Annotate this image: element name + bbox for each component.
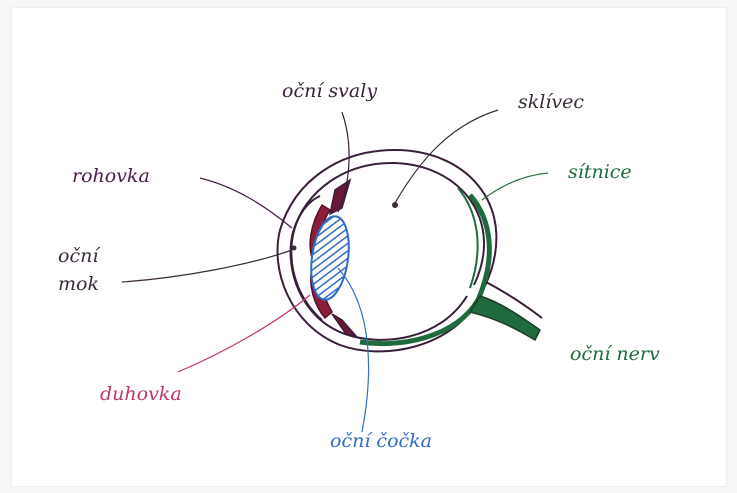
leader-sitnice	[482, 173, 548, 200]
leader-sklivec	[395, 110, 498, 203]
leader-rohovka	[200, 178, 292, 228]
label-ocni-cocka: oční čočka	[330, 430, 432, 452]
label-ocni-mok-line2: mok	[58, 273, 99, 295]
label-ocni-mok-line1: oční	[58, 245, 101, 267]
leader-ocni-mok	[122, 250, 292, 282]
label-ocni-svaly: oční svaly	[282, 80, 377, 102]
label-ocni-nerv: oční nerv	[570, 343, 660, 365]
retina	[360, 188, 489, 344]
leader-duhovka	[178, 295, 310, 372]
label-rohovka: rohovka	[72, 165, 150, 187]
label-sklivec: sklívec	[518, 91, 584, 113]
label-duhovka: duhovka	[100, 383, 182, 405]
label-sitnice: sítnice	[568, 161, 632, 183]
aqueous-dot	[292, 246, 297, 251]
